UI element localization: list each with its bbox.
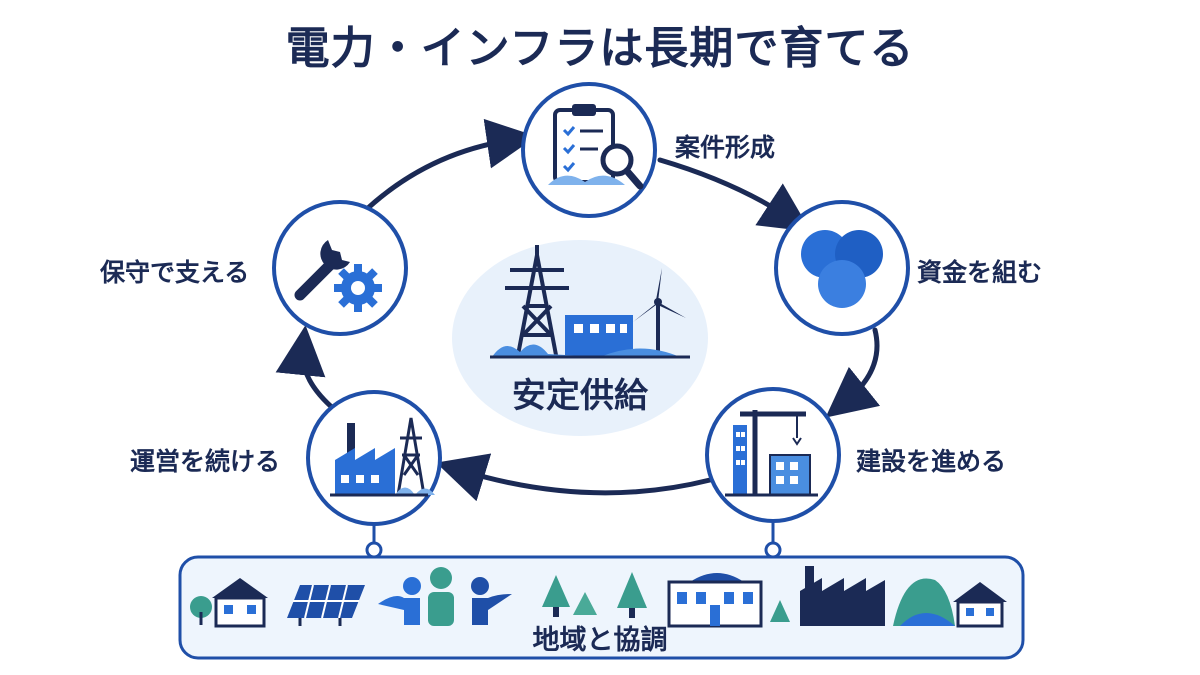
step-label-4: 運営を続ける [130, 447, 281, 476]
factory-pylon-icon [330, 417, 435, 497]
step-label-1: 案件形成 [675, 133, 776, 162]
crane-building-icon [725, 410, 818, 497]
hill-icon [893, 578, 955, 626]
wrench-gear-icon [294, 240, 382, 312]
arrow-step4-to-step5 [275, 325, 338, 413]
step-label-2: 資金を組む [917, 258, 1043, 287]
center-stable-supply [452, 240, 708, 436]
factory-icon [800, 566, 885, 626]
building-icon [565, 315, 633, 357]
solar-panel-icon [287, 584, 365, 626]
page-title: 電力・インフラは長期で育てる [285, 23, 915, 74]
arrow-step2-to-step3 [825, 327, 881, 418]
step-node-5 [272, 200, 408, 336]
center-label: 安定供給 [512, 376, 648, 416]
step-node-4 [306, 390, 442, 526]
arrow-step5-to-step1 [365, 118, 537, 211]
wind-turbine-icon [633, 268, 686, 355]
people-icon [378, 567, 512, 626]
arrow-step3-to-step4 [436, 453, 713, 502]
step-node-1 [521, 82, 657, 218]
community-connectors [365, 521, 782, 559]
community-scene [190, 566, 1007, 628]
cycle-arrows [275, 118, 881, 502]
step-label-5: 保守で支える [100, 258, 250, 287]
pylon-icon [505, 245, 569, 356]
step-node-3 [705, 387, 841, 523]
step-label-3: 建設を進める [856, 447, 1007, 476]
ground-hills [492, 344, 680, 357]
house-icon [190, 578, 268, 628]
three-circles-icon [801, 230, 883, 308]
clipboard-search-icon [548, 104, 644, 190]
arrow-step1-to-step2 [657, 157, 811, 232]
house-icon-right [953, 582, 1007, 628]
step-node-2 [774, 200, 910, 336]
trees-icon [542, 572, 647, 618]
community-label: 地域と協調 [532, 625, 668, 656]
public-building-icon [667, 573, 790, 628]
